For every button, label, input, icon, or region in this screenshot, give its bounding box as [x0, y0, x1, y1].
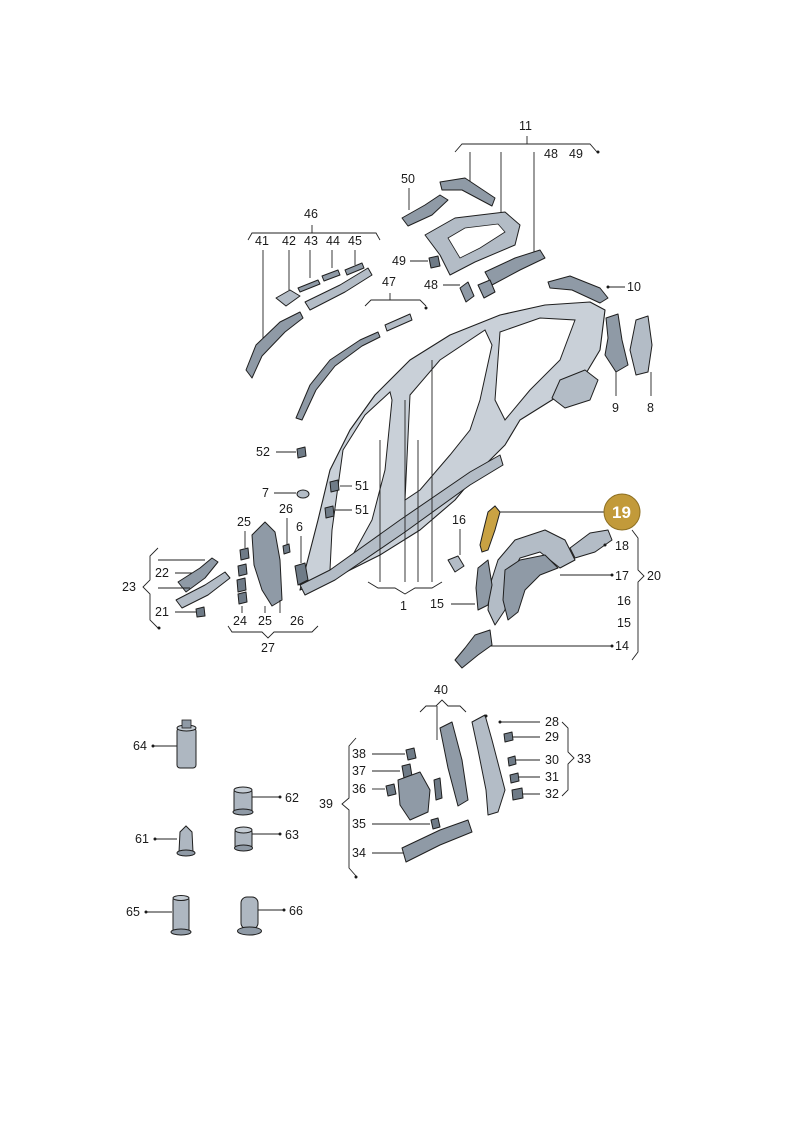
label-6: 6: [296, 520, 303, 534]
group-47: 47: [295, 275, 428, 421]
label-31: 31: [545, 770, 559, 784]
label-62: 62: [285, 791, 299, 805]
label-19: 19: [612, 503, 631, 522]
fastener-66: 66: [237, 896, 303, 936]
label-38: 38: [352, 747, 366, 761]
label-42: 42: [282, 234, 296, 248]
leader-1: 1: [367, 360, 443, 613]
label-15: 15: [430, 597, 444, 611]
label-51b: 51: [355, 503, 369, 517]
group-23: 23 22 21: [122, 547, 231, 630]
label-37: 37: [352, 764, 366, 778]
group-49-48: 49 48: [392, 254, 496, 303]
label-66: 66: [289, 904, 303, 918]
label-45: 45: [348, 234, 362, 248]
label-32: 32: [545, 787, 559, 801]
label-46: 46: [304, 207, 318, 221]
group-27: 25 26 6 24 25 26 27: [227, 502, 319, 655]
label-23: 23: [122, 580, 136, 594]
label-44: 44: [326, 234, 340, 248]
label-29: 29: [545, 730, 559, 744]
label-51a: 51: [355, 479, 369, 493]
label-63: 63: [285, 828, 299, 842]
label-47: 47: [382, 275, 396, 289]
label-8: 8: [647, 401, 654, 415]
label-43: 43: [304, 234, 318, 248]
group-9-8: 9 8: [604, 313, 654, 415]
label-28: 28: [545, 715, 559, 729]
label-17: 17: [615, 569, 629, 583]
body-side-panel: [299, 301, 606, 596]
group-40: 40: [419, 683, 506, 816]
label-21: 21: [155, 605, 169, 619]
label-30: 30: [545, 753, 559, 767]
label-49a: 49: [569, 147, 583, 161]
label-16: 16: [452, 513, 466, 527]
label-25b: 25: [258, 614, 272, 628]
label-20: 20: [647, 569, 661, 583]
label-61: 61: [135, 832, 149, 846]
fastener-63: 63: [234, 826, 299, 852]
group-20: 19 16 18 15 14 17 16 15 20: [430, 493, 661, 669]
label-11: 11: [519, 119, 532, 133]
label-26b: 26: [290, 614, 304, 628]
label-35: 35: [352, 817, 366, 831]
label-65: 65: [126, 905, 140, 919]
label-48b: 48: [424, 278, 438, 292]
label-34: 34: [352, 846, 366, 860]
label-14: 14: [615, 639, 629, 653]
group-50: 50: [401, 172, 449, 227]
group-11: 11 48 49: [424, 119, 600, 286]
group-33: 28 29 30 31 32 33: [498, 715, 591, 801]
fastener-62: 62: [232, 786, 299, 816]
label-7: 7: [262, 486, 269, 500]
label-15b: 15: [617, 616, 631, 630]
label-16b: 16: [617, 594, 631, 608]
label-49b: 49: [392, 254, 406, 268]
group-46: 46 41 42 43 44 45: [245, 207, 381, 379]
label-1: 1: [400, 599, 407, 613]
label-24: 24: [233, 614, 247, 628]
label-10: 10: [627, 280, 641, 294]
callout-badge-19: [603, 493, 641, 531]
label-52: 52: [256, 445, 270, 459]
group-51: 51 51: [324, 479, 369, 519]
label-40: 40: [434, 683, 448, 697]
group-39: 39 38 37 36 35 34: [319, 737, 473, 879]
label-48a: 48: [544, 147, 558, 161]
group-10: 10: [547, 275, 641, 304]
fastener-61: 61: [135, 825, 196, 857]
label-36: 36: [352, 782, 366, 796]
label-33: 33: [577, 752, 591, 766]
label-18: 18: [615, 539, 629, 553]
label-25a: 25: [237, 515, 251, 529]
label-64: 64: [133, 739, 147, 753]
label-41: 41: [255, 234, 269, 248]
label-22: 22: [155, 566, 169, 580]
fastener-64: 64: [133, 719, 197, 769]
label-50: 50: [401, 172, 415, 186]
label-39: 39: [319, 797, 333, 811]
label-26a: 26: [279, 502, 293, 516]
fastener-65: 65: [126, 895, 192, 936]
group-52-7: 52 7: [256, 445, 310, 500]
part-19-highlighted: [479, 505, 501, 553]
label-27: 27: [261, 641, 275, 655]
label-9: 9: [612, 401, 619, 415]
